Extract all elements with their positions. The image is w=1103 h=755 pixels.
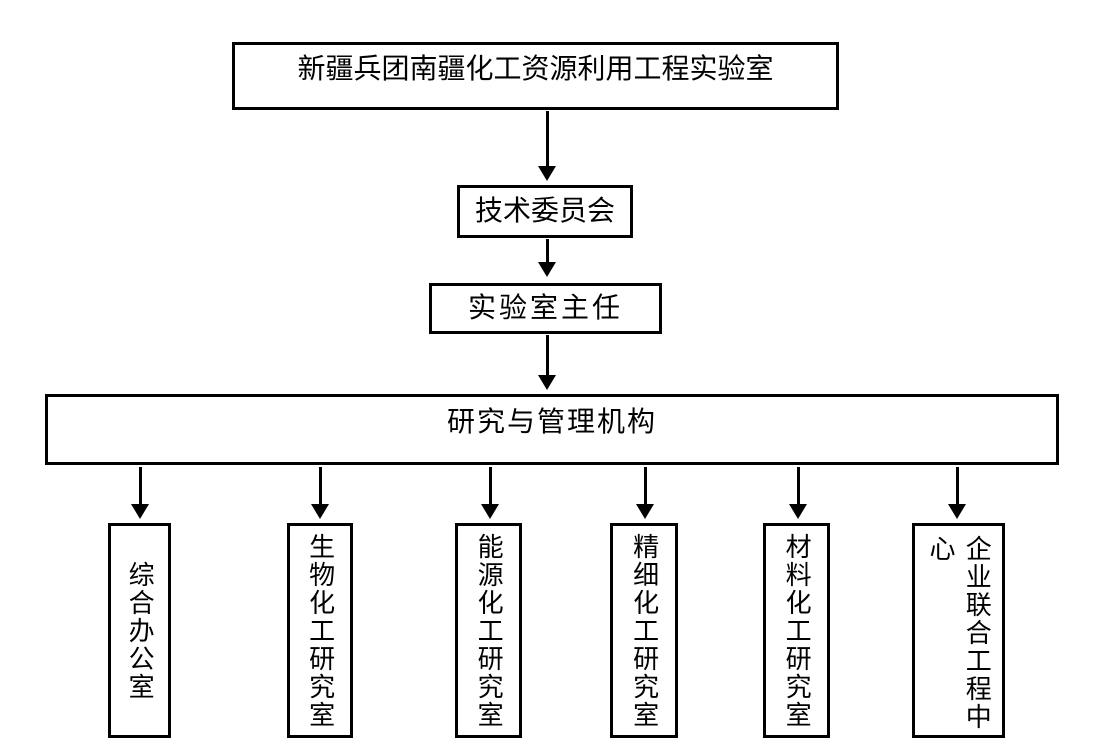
dept-label: 综合办公室 [125,560,155,701]
dept-box-enterprise-center: 心 企业联合工程中 [912,523,1005,738]
dept-box-fine-chemical: 精细化工研究室 [610,523,678,738]
dept-label: 能源化工研究室 [474,532,504,729]
dept-box-general-office: 综合办公室 [108,523,171,738]
dept-label: 材料化工研究室 [782,532,812,729]
title-box: 新疆兵团南疆化工资源利用工程实验室 [232,42,839,110]
committee-box: 技术委员会 [457,185,633,238]
director-box: 实验室主任 [429,283,662,334]
dept-label-wrap-column: 心 [926,535,955,563]
dept-box-biochemical: 生物化工研究室 [287,523,353,738]
dept-box-materials: 材料化工研究室 [763,523,830,738]
dept-label-main-column: 企业联合工程中 [962,535,992,731]
dept-label: 生物化工研究室 [305,532,335,729]
dept-box-energy: 能源化工研究室 [455,523,522,738]
management-box: 研究与管理机构 [45,394,1059,465]
dept-label: 精细化工研究室 [629,532,659,729]
